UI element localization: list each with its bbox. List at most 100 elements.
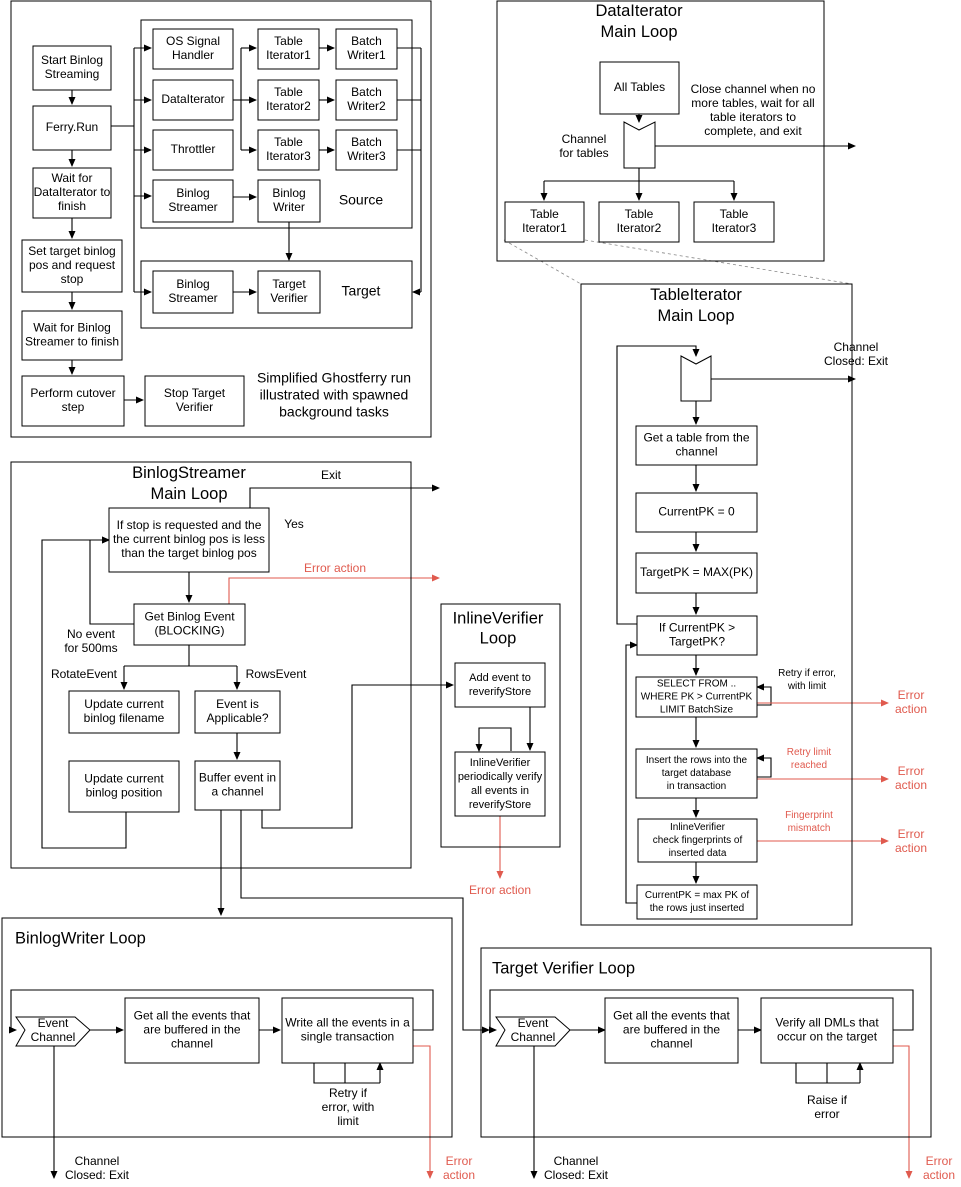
binlog-streamer-loop-title-line: BinlogStreamer	[132, 464, 246, 482]
target-binlog-streamer-box-label-line: Streamer	[168, 291, 217, 305]
binlog-writer-loop-title: BinlogWriter Loop	[15, 929, 146, 947]
insert-error-action-line: action	[895, 778, 927, 792]
inline-verifier-error-action: Error action	[469, 883, 531, 897]
all-tables-box-label-line: All Tables	[614, 80, 665, 94]
periodic-verify-box-label-line: periodically verify	[458, 771, 543, 783]
add-event-reverify-box-label-line: Add event to	[469, 672, 531, 684]
get-table-box-border	[635, 425, 758, 466]
zoom-lines	[503, 239, 853, 285]
data-iterator-loop-frame	[496, 0, 825, 262]
tv-raise-note-line: error	[814, 1107, 839, 1121]
close-channel-note-line: more tables, wait for all	[691, 96, 814, 110]
update-binlog-position-box-label-line: binlog position	[86, 786, 163, 800]
verify-dmls-box-label-line: occur on the target	[777, 1030, 878, 1044]
tv-error-action-line: action	[923, 1168, 955, 1182]
inline-verifier-loop-title-line: InlineVerifier	[453, 609, 544, 627]
table-iterator-2-box-label-line: Iterator2	[266, 99, 311, 113]
perform-cutover-box-label-line: Perform cutover	[30, 386, 115, 400]
update-binlog-filename-box-label-line: Update current	[84, 697, 164, 711]
close-channel-note-line: Close channel when no	[691, 82, 816, 96]
get-binlog-event-box-border	[133, 603, 246, 646]
batch-writer-2-box-label-line: Writer2	[347, 99, 386, 113]
target-binlog-streamer-box-label-line: Binlog	[176, 277, 209, 291]
wait-for-binlog-streamer-box-label-line: Wait for Binlog	[33, 321, 111, 335]
update-binlog-position-box-label-line: Update current	[84, 772, 164, 786]
start-binlog-streaming-box-label-line: Streaming	[45, 67, 100, 81]
source-label-line: Source	[339, 192, 384, 208]
os-signal-handler-box-border	[152, 28, 234, 70]
retry-limit-reached-note-line: Retry limit	[787, 747, 832, 758]
wait-for-data-iterator-box-label-line: Wait for	[52, 171, 93, 185]
table-iterator-1-box-label-line: Iterator1	[266, 48, 311, 62]
target-label: Target	[342, 283, 381, 299]
bw-event-channel-label-line: Event	[38, 1016, 69, 1030]
ferry-run-box: Ferry.Run	[32, 105, 112, 151]
throttler-box: Throttler	[152, 129, 234, 171]
target-verifier-event-channel-icon	[495, 1016, 571, 1047]
batch-writer-3-box-label-line: Batch	[351, 135, 382, 149]
table-iterator-loop-frame	[580, 283, 853, 926]
target-verifier-box-label-line: Target	[272, 277, 306, 291]
di-table-iterator-3-box-label-line: Table	[720, 207, 749, 221]
wait-for-binlog-streamer-box-border	[21, 310, 123, 361]
channel-closed-exit-note-line: Closed: Exit	[824, 354, 889, 368]
get-binlog-event-box-label: Get Binlog Event(BLOCKING)	[144, 610, 235, 638]
select-batch-box-label-line: SELECT FROM ..	[657, 679, 736, 690]
current-pk-zero-box-label: CurrentPK = 0	[658, 505, 735, 519]
close-channel-note-line: table iterators to	[710, 110, 796, 124]
wait-for-data-iterator-box-border	[32, 167, 112, 219]
update-current-pk-box-border	[636, 884, 758, 920]
periodic-verify-box-label-line: all events in	[471, 785, 529, 797]
tv-channel-closed-note-line: Channel	[554, 1154, 599, 1168]
bw-error-action-line: action	[443, 1168, 475, 1182]
frames	[1, 0, 932, 1138]
all-tables-box-label: All Tables	[614, 80, 665, 94]
current-pk-zero-box-label-line: CurrentPK = 0	[658, 505, 735, 519]
retry-with-limit-note: Retry if error,with limit	[778, 668, 836, 692]
tv-get-events-box-label-line: Get all the events that	[613, 1009, 730, 1023]
no-event-note-line: for 500ms	[64, 641, 117, 655]
update-current-pk-box-label-line: CurrentPK = max PK of	[645, 890, 749, 901]
throttler-box-label-line: Throttler	[171, 142, 216, 156]
get-table-box-label-line: Get a table from the	[643, 431, 749, 445]
write-events-box-label-line: Write all the events in a	[285, 1016, 410, 1030]
tables-channel-note-line: Channel	[562, 132, 607, 146]
event-applicable-box-label-line: Event is	[216, 697, 259, 711]
periodic-verify-box-label-line: reverifyStore	[469, 799, 531, 811]
buffer-event-box-label-line: a channel	[211, 785, 263, 799]
table-iterator-2-box-label-line: Table	[274, 85, 303, 99]
run-caption-line: Simplified Ghostferry run	[257, 370, 411, 386]
target-verifier-box-border	[257, 270, 321, 314]
current-pk-condition-box-label-line: If CurrentPK >	[659, 621, 735, 635]
tv-get-events-box-label-line: channel	[650, 1037, 692, 1051]
wait-for-data-iterator-box-label-line: finish	[58, 199, 86, 213]
current-pk-condition-box-label: If CurrentPK >TargetPK?	[659, 621, 735, 649]
stop-target-verifier-box-border	[144, 375, 245, 427]
stop-check-box-border	[108, 507, 270, 573]
inline-verifier-loop-title-line: Loop	[480, 629, 517, 647]
binlog-writer-event-channel-icon	[15, 1016, 91, 1047]
fingerprint-check-box-border	[637, 818, 758, 863]
table-iterator-1-box-border	[257, 28, 320, 70]
tv-raise-note-line: Raise if	[807, 1093, 848, 1107]
run-caption-line: background tasks	[279, 404, 389, 420]
